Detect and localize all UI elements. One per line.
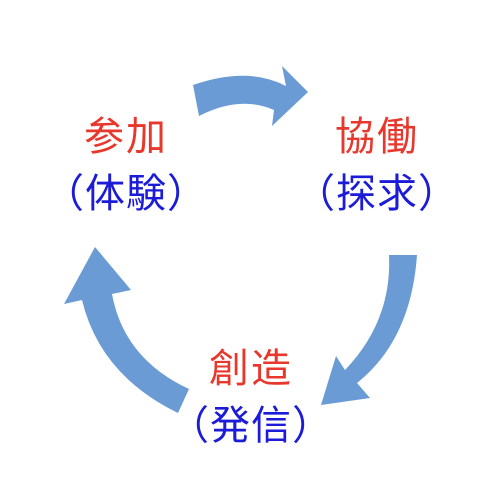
- node-creation: 創造 （発信）: [151, 347, 351, 449]
- arrow-creation-to-participation: [64, 247, 189, 413]
- node-participation-sub: （体験）: [44, 170, 208, 217]
- node-participation: 参加 （体験）: [26, 115, 226, 217]
- node-collaboration: 協働 （探求）: [277, 115, 477, 217]
- arrow-participation-to-collaboration: [193, 66, 308, 126]
- node-collaboration-label: 協働: [335, 114, 419, 160]
- node-collaboration-sub: （探求）: [295, 170, 459, 217]
- arrow-collaboration-to-creation: [321, 255, 417, 405]
- node-creation-label: 創造: [209, 346, 293, 392]
- node-participation-label: 参加: [84, 114, 168, 160]
- node-creation-sub: （発信）: [169, 402, 333, 449]
